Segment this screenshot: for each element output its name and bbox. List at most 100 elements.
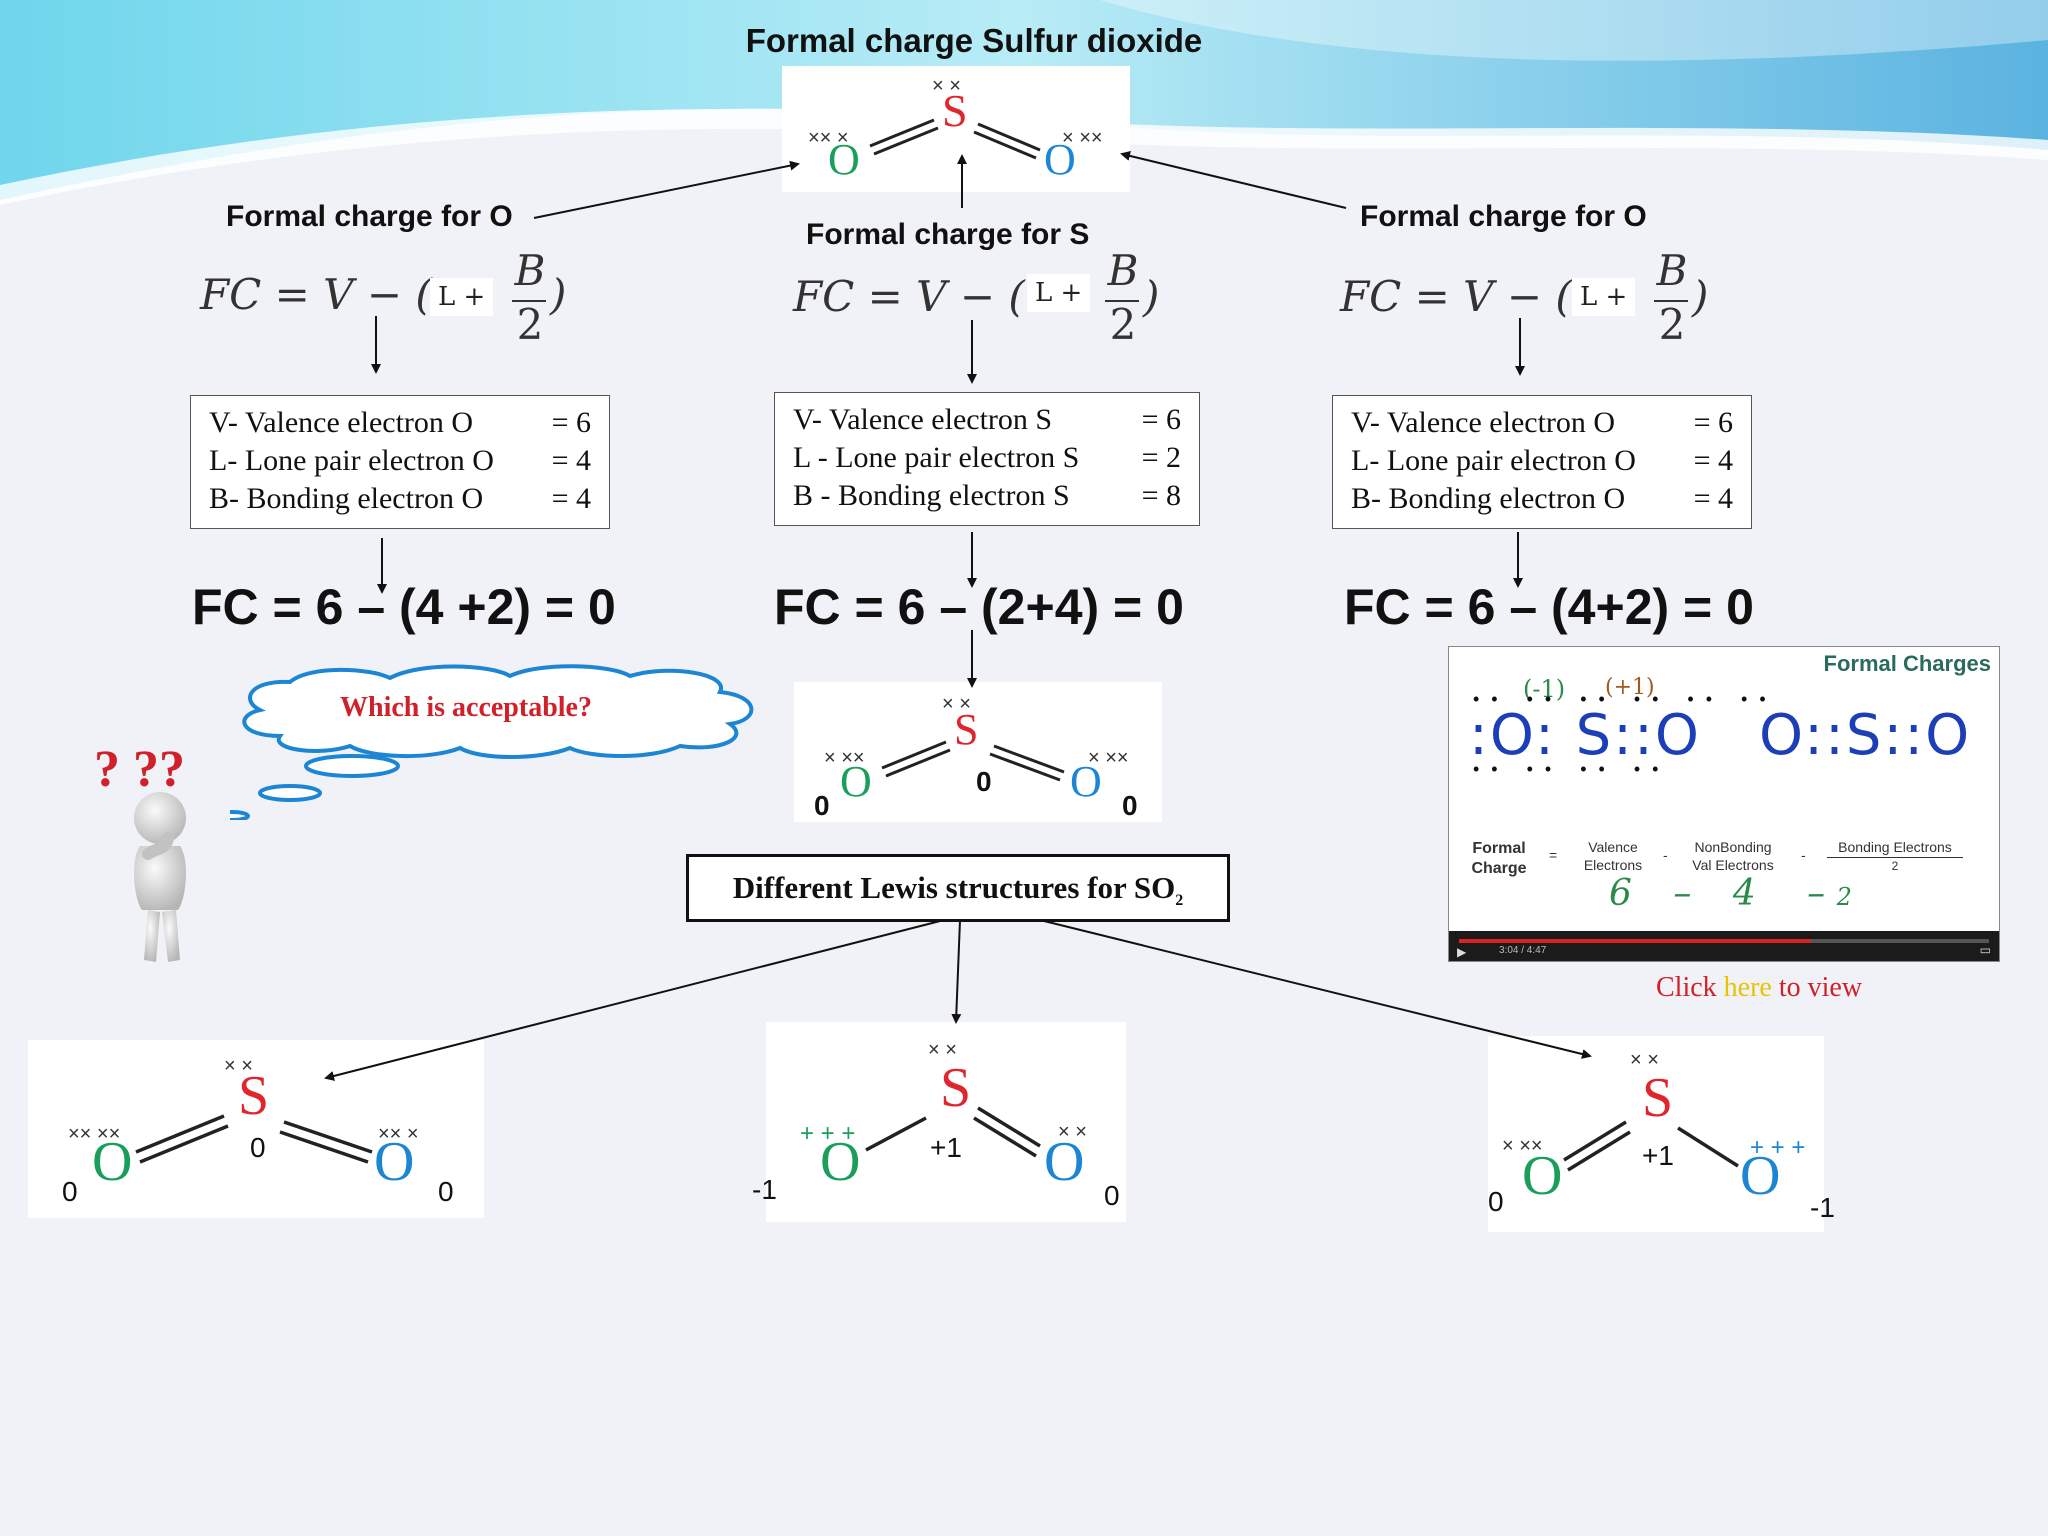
formula-bonding: Bonding Electrons	[1827, 839, 1963, 858]
oxygen-left-atom: O	[92, 1131, 133, 1193]
handwritten-values: 6 – 4 – 2	[1609, 873, 1852, 914]
sulfur-atom: S	[1642, 1067, 1674, 1129]
formula-close: )	[550, 270, 567, 319]
lewis-title-text: Different Lewis structures for SO	[732, 870, 1176, 905]
video-seek-progress[interactable]	[1459, 939, 1811, 943]
formula-l-plus: L +	[1572, 278, 1636, 316]
fc-label-sulfur: Formal charge for S	[806, 218, 1090, 251]
sulfur-lone-pair: × ×	[932, 75, 961, 97]
handwritten-charge-left: (-1)	[1523, 675, 1566, 703]
oxygen-right-atom: O	[1044, 1131, 1085, 1193]
data-row: V- Valence electron S= 6	[793, 403, 1181, 436]
formula-middle: FC = V − ( L + B 2 )	[793, 246, 1173, 350]
top-molecule: × × S O O ×× × × ××	[782, 66, 1130, 192]
data-box-sulfur: V- Valence electron S= 6 L - Lone pair e…	[774, 392, 1200, 526]
oxygen-right-atom: O	[374, 1131, 415, 1193]
oxygen-left-dots: ×× ××	[68, 1123, 121, 1145]
electron-dots: •• •• •• •• •• ••	[1473, 689, 1778, 709]
question-marks: ? ??	[94, 741, 185, 798]
formula-left: FC = V − ( L + B 2 )	[200, 246, 580, 350]
click-to-view-link[interactable]: Click here to view	[1656, 972, 1862, 1004]
formula-l-plus: L +	[430, 278, 494, 316]
formula-divisor: 2	[1891, 859, 1899, 873]
formula-equals: =	[1549, 847, 1558, 863]
oxygen-right-dots: × ××	[1088, 747, 1129, 769]
top-double-bonds	[869, 118, 1041, 160]
formula-l-plus: L +	[1027, 274, 1091, 312]
charge-oxygen-left: 0	[1488, 1186, 1504, 1217]
data-row: B- Bonding electron O= 4	[1351, 482, 1733, 515]
sulfur-lone-pair: × ×	[942, 693, 971, 715]
hand-value-nonbonding: 4	[1732, 873, 1756, 914]
hand-minus-1: –	[1673, 873, 1692, 914]
fullscreen-icon[interactable]: ▭	[1979, 943, 1991, 957]
formula-two: 2	[1658, 300, 1686, 349]
fc-label-oxygen-left: Formal charge for O	[226, 200, 513, 233]
oxygen-right-atom: O	[1070, 757, 1102, 806]
oxygen-right-dots: × ××	[1062, 127, 1103, 149]
sulfur-atom: S	[954, 705, 979, 754]
charge-sulfur: 0	[250, 1132, 266, 1163]
sulfur-atom: S	[238, 1065, 270, 1127]
middle-double-bonds	[881, 740, 1065, 782]
person-figure-icon	[134, 792, 186, 962]
formula-close: )	[1692, 272, 1709, 321]
data-row: L- Lone pair electron O= 4	[209, 444, 591, 477]
electron-dots-bottom: •• •• •• ••	[1473, 759, 1671, 779]
charge-oxygen-right: -1	[1810, 1192, 1835, 1223]
formula-minus-2: -	[1801, 847, 1806, 863]
oxygen-left-atom: O	[1522, 1145, 1563, 1207]
charge-oxygen-right: 0	[438, 1176, 454, 1207]
formula-b: B	[1656, 246, 1688, 295]
sulfur-atom: S	[942, 85, 968, 136]
hand-minus-2: –	[1807, 873, 1826, 914]
formula-formal-charge: Formal Charge	[1471, 840, 1527, 877]
lewis-title-subscript: 2	[1175, 892, 1184, 910]
formula-lhs: FC = V − (	[200, 270, 432, 319]
middle-molecule: × × S O O × ×× × ×× 0 0 0	[794, 682, 1162, 822]
structure-2-bonds	[865, 1106, 1041, 1158]
lewis-structures-title: Different Lewis structures for SO2	[686, 854, 1230, 922]
charge-oxygen-left: 0	[62, 1176, 78, 1207]
video-heading: Formal Charges	[1823, 651, 1992, 676]
formula-fraction-bar	[1105, 300, 1139, 302]
oxygen-left-atom: O	[828, 135, 860, 184]
fc-result-oxygen-left: FC = 6 – (4 +2) = 0	[192, 579, 616, 635]
oxygen-left-dots: × ××	[824, 747, 865, 769]
formula-b: B	[1107, 246, 1139, 295]
structure-3: × × S O O × ×× + + + 0 +1 -1	[1488, 1036, 1835, 1232]
data-box-oxygen-right: V- Valence electron O= 6 L- Lone pair el…	[1332, 395, 1752, 529]
formula-lhs: FC = V − (	[1340, 272, 1572, 321]
oxygen-left-atom: O	[840, 757, 872, 806]
oxygen-left-dots: + + +	[800, 1120, 856, 1147]
structure-2: × × S O O + + + × × -1 +1 0	[752, 1022, 1126, 1222]
click-text-before: Click	[1656, 972, 1724, 1003]
video-control-bar[interactable]: ▶ 3:04 / 4:47 ▭	[1449, 931, 1999, 961]
click-text-after: to view	[1771, 972, 1863, 1003]
hand-value-bonding: 2	[1836, 883, 1852, 911]
thought-bubble-text: Which is acceptable?	[340, 692, 592, 723]
handwritten-charge-right: (+1)	[1605, 675, 1655, 700]
formula-fraction-bar	[512, 300, 546, 302]
data-row: L- Lone pair electron O= 4	[1351, 444, 1733, 477]
formula-valence: Valence Electrons	[1583, 839, 1643, 873]
oxygen-right-atom: O	[1740, 1145, 1781, 1207]
sulfur-atom: S	[940, 1057, 972, 1119]
oxygen-left-dots: × ××	[1502, 1135, 1543, 1157]
charge-sulfur: +1	[1642, 1140, 1674, 1171]
oxygen-left-dots: ×× ×	[808, 127, 849, 149]
video-thumbnail[interactable]: Formal Charges (-1) (+1) :O: S::O O::S::…	[1448, 646, 2000, 962]
here-link[interactable]: here	[1723, 972, 1772, 1003]
data-row: B - Bonding electron S= 8	[793, 479, 1181, 512]
charge-sulfur: +1	[930, 1132, 962, 1163]
oxygen-right-dots: + + +	[1750, 1134, 1806, 1161]
formula-two: 2	[516, 300, 544, 349]
sulfur-lone-pair: × ×	[224, 1055, 253, 1077]
formula-minus-1: -	[1663, 847, 1668, 863]
formula-right: FC = V − ( L + B 2 )	[1340, 246, 1720, 350]
data-row: B- Bonding electron O= 4	[209, 482, 591, 515]
sulfur-lone-pair: × ×	[1630, 1049, 1659, 1071]
formula-lhs: FC = V − (	[793, 272, 1025, 321]
play-icon[interactable]: ▶	[1457, 945, 1467, 959]
charge-oxygen-left: -1	[752, 1174, 777, 1205]
